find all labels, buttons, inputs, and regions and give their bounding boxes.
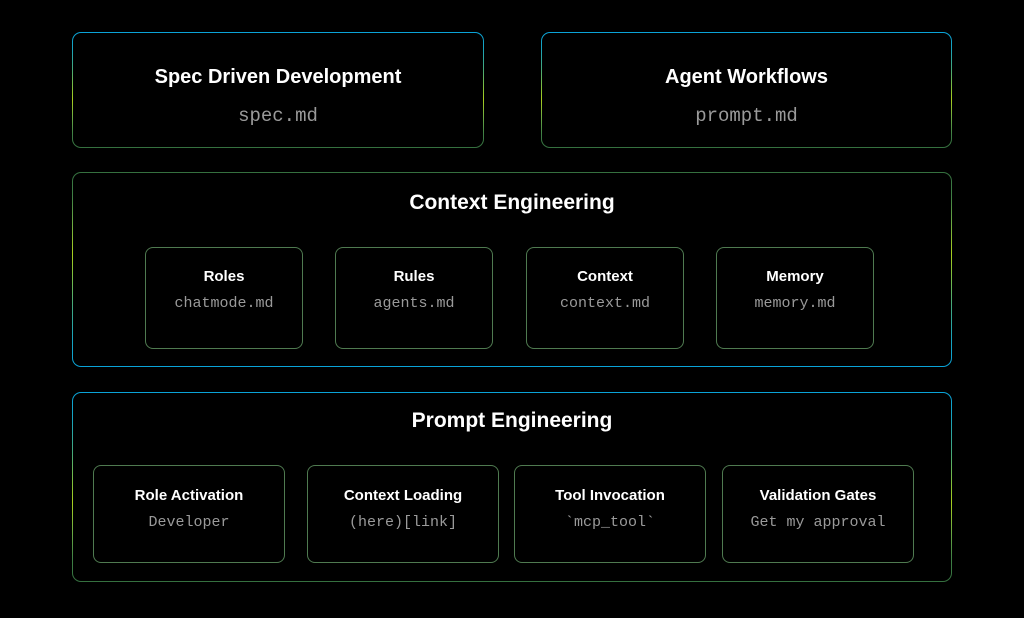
card-spec-driven-development[interactable]: Spec Driven Development spec.md [72,32,484,148]
card-title: Validation Gates [759,487,877,504]
card-value: `mcp_tool` [564,514,655,531]
card-filename: memory.md [754,295,836,312]
card-filename: spec.md [238,105,318,127]
card-title: Agent Workflows [665,66,828,88]
panel-inner: Prompt Engineering Role Activation Devel… [73,393,951,581]
card-filename: prompt.md [695,105,798,127]
card-title: Memory [766,268,824,285]
card-inner: Spec Driven Development spec.md [73,33,483,147]
panel-title: Context Engineering [409,191,615,214]
panel-prompt-engineering[interactable]: Prompt Engineering Role Activation Devel… [72,392,952,582]
card-value: (here)[link] [348,514,458,531]
card-value: Get my approval [750,514,886,531]
card-title: Rules [393,268,435,285]
card-title: Spec Driven Development [154,66,402,88]
card-role-activation[interactable]: Role Activation Developer [93,465,285,563]
panel-context-engineering[interactable]: Context Engineering Roles chatmode.md Ru… [72,172,952,367]
card-tool-invocation[interactable]: Tool Invocation `mcp_tool` [514,465,706,563]
card-filename: agents.md [373,295,455,312]
card-title: Context [577,268,633,285]
card-roles[interactable]: Roles chatmode.md [145,247,303,349]
card-filename: context.md [559,295,650,312]
card-memory[interactable]: Memory memory.md [716,247,874,349]
card-inner: Agent Workflows prompt.md [542,33,951,147]
card-agent-workflows[interactable]: Agent Workflows prompt.md [541,32,952,148]
card-title: Role Activation [134,487,244,504]
card-title: Tool Invocation [555,487,665,504]
card-value: Developer [148,514,230,531]
card-context[interactable]: Context context.md [526,247,684,349]
panel-title: Prompt Engineering [411,409,613,432]
card-title: Context Loading [343,487,463,504]
card-rules[interactable]: Rules agents.md [335,247,493,349]
card-validation-gates[interactable]: Validation Gates Get my approval [722,465,914,563]
card-title: Roles [203,268,245,285]
card-context-loading[interactable]: Context Loading (here)[link] [307,465,499,563]
card-filename: chatmode.md [174,295,274,312]
panel-inner: Context Engineering Roles chatmode.md Ru… [73,173,951,366]
